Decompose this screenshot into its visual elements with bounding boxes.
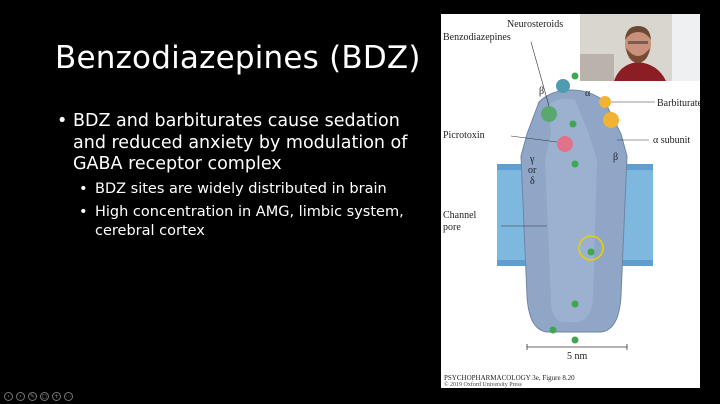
label-pore: pore	[443, 222, 461, 233]
gaba-ball	[571, 336, 579, 344]
bullet-item: •BDZ and barbiturates cause sedation and…	[57, 111, 408, 174]
label-neurosteroids: Neurosteroids	[507, 19, 563, 30]
sub-bullet-item: •High concentration in AMG, limbic syste…	[79, 203, 404, 239]
neurosteroid-ball	[556, 79, 570, 93]
presenter-video	[580, 14, 700, 81]
previous-button[interactable]: ‹	[4, 392, 13, 401]
gaba-ball	[571, 300, 579, 308]
label-benzodiazepines: Benzodiazepines	[443, 32, 511, 43]
webcam-overlay	[580, 14, 700, 81]
leader-line	[530, 41, 550, 107]
label-channel: Channel	[443, 210, 477, 221]
receptor-diagram: Neurosteroids Benzodiazepines Barbiturat…	[443, 19, 700, 362]
presenter-hair	[625, 26, 651, 40]
label-alpha-top: α	[585, 88, 591, 99]
label-barbiturates: Barbiturates	[657, 98, 700, 109]
pen-tool-button[interactable]: ✎	[28, 392, 37, 401]
label-or: or	[528, 165, 537, 176]
barbiturate-ball	[603, 112, 619, 128]
figure-copyright: © 2019 Oxford University Press	[444, 382, 522, 388]
label-picrotoxin: Picrotoxin	[443, 130, 485, 141]
picrotoxin-ball	[557, 136, 573, 152]
zoom-button[interactable]: +	[52, 392, 61, 401]
label-beta-right: β	[613, 152, 618, 163]
presenter-glasses	[628, 41, 648, 44]
label-scale: 5 nm	[567, 351, 588, 362]
gaba-ball	[587, 248, 595, 256]
receptor-front-lobe	[545, 98, 597, 323]
label-delta: δ	[530, 176, 535, 187]
next-button[interactable]: ›	[16, 392, 25, 401]
leader-line	[510, 135, 558, 143]
label-alpha-subunit: α subunit	[653, 135, 690, 146]
gaba-ball	[549, 326, 557, 334]
sub-bullet-text: High concentration in AMG, limbic system…	[95, 203, 404, 239]
gaba-ball	[571, 160, 579, 168]
label-beta-top: β	[539, 86, 544, 97]
presenter-body	[614, 62, 666, 81]
presenter-beard	[626, 48, 650, 63]
webcam-window-light	[672, 14, 700, 81]
menu-button[interactable]: ⋯	[64, 392, 73, 401]
label-gamma: γ	[529, 154, 535, 165]
benzodiazepine-ball	[541, 106, 557, 122]
slideshow-controls: ‹ › ✎ ▢ + ⋯	[4, 392, 73, 402]
slide-title: Benzodiazepines (BDZ)	[55, 40, 421, 76]
gaba-ball	[571, 72, 579, 80]
sub-bullet-text: BDZ sites are widely distributed in brai…	[95, 180, 387, 197]
sub-bullet-item: •BDZ sites are widely distributed in bra…	[79, 180, 387, 197]
bullet-text: BDZ and barbiturates cause sedation and …	[73, 111, 408, 174]
pointer-button[interactable]: ▢	[40, 392, 49, 401]
highlight-circle	[578, 235, 604, 261]
barbiturate-ball-top	[599, 96, 611, 108]
gaba-ball	[569, 120, 577, 128]
figure-caption: PSYCHOPHARMACOLOGY 3e, Figure 8.20	[444, 374, 575, 382]
webcam-shelf	[580, 54, 614, 81]
bullet-list: •BDZ and barbiturates cause sedation and…	[57, 111, 422, 241]
